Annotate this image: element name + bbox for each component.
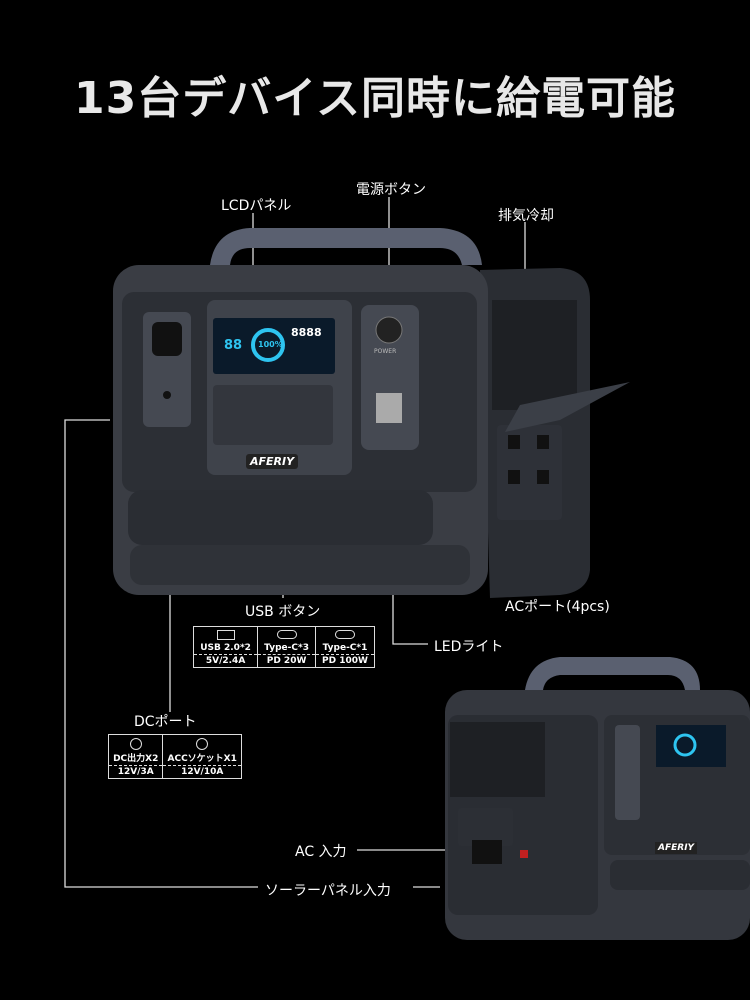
label-led-light: LEDライト — [434, 639, 504, 655]
brand-logo-small: AFERIY — [655, 842, 698, 854]
lcd-watts: 8888 — [291, 326, 322, 339]
usb-spec-table: USB 2.0*2 Type-C*3 Type-C*1 5V/2.4A PD 2… — [193, 626, 375, 668]
usb-c-100w-spec: PD 100W — [314, 654, 375, 668]
secondary-power-station-rear-view — [445, 657, 750, 940]
power-text: POWER — [374, 348, 397, 355]
label-ac-input: AC 入力 — [295, 844, 347, 860]
label-exhaust-cooling: 排気冷却 — [498, 208, 554, 224]
brand-logo: AFERIY — [246, 454, 299, 469]
usb-c-icon — [334, 630, 355, 639]
label-lcd-panel: LCDパネル — [221, 198, 292, 214]
lcd-digits: 88 — [224, 338, 243, 353]
usb-a-spec: 5V/2.4A — [205, 656, 246, 666]
label-usb-button: USB ボタン — [245, 604, 321, 620]
usb-c-cell: Type-C*3 — [257, 626, 316, 655]
label-solar-input: ソーラーパネル入力 — [265, 883, 391, 899]
label-dc-port: DCポート — [134, 714, 197, 730]
dc-output-cell: DC出力X2 — [108, 734, 163, 766]
car-socket-icon — [196, 738, 209, 750]
main-power-station — [113, 228, 630, 598]
usb-c-100w-cell: Type-C*1 — [314, 626, 375, 655]
usb-a-cell: USB 2.0*2 — [193, 626, 258, 655]
label-ac-port: ACポート(4pcs) — [505, 599, 610, 615]
lcd-percent: 100% — [258, 340, 283, 349]
usb-c-icon — [276, 630, 297, 639]
car-socket-cell: ACCソケットX1 — [162, 734, 242, 766]
label-power-button: 電源ボタン — [356, 182, 426, 198]
dc-port-icon — [129, 738, 142, 750]
dc-spec-table: DC出力X2 ACCソケットX1 12V/3A 12V/10A — [108, 734, 242, 779]
usb-c-spec: PD 20W — [257, 654, 316, 668]
car-socket-spec: 12V/10A — [162, 765, 242, 779]
page-title: 13台デバイス同時に給電可能 — [74, 73, 676, 124]
usb-a-icon — [216, 630, 235, 640]
dc-output-spec: 12V/3A — [117, 767, 154, 777]
